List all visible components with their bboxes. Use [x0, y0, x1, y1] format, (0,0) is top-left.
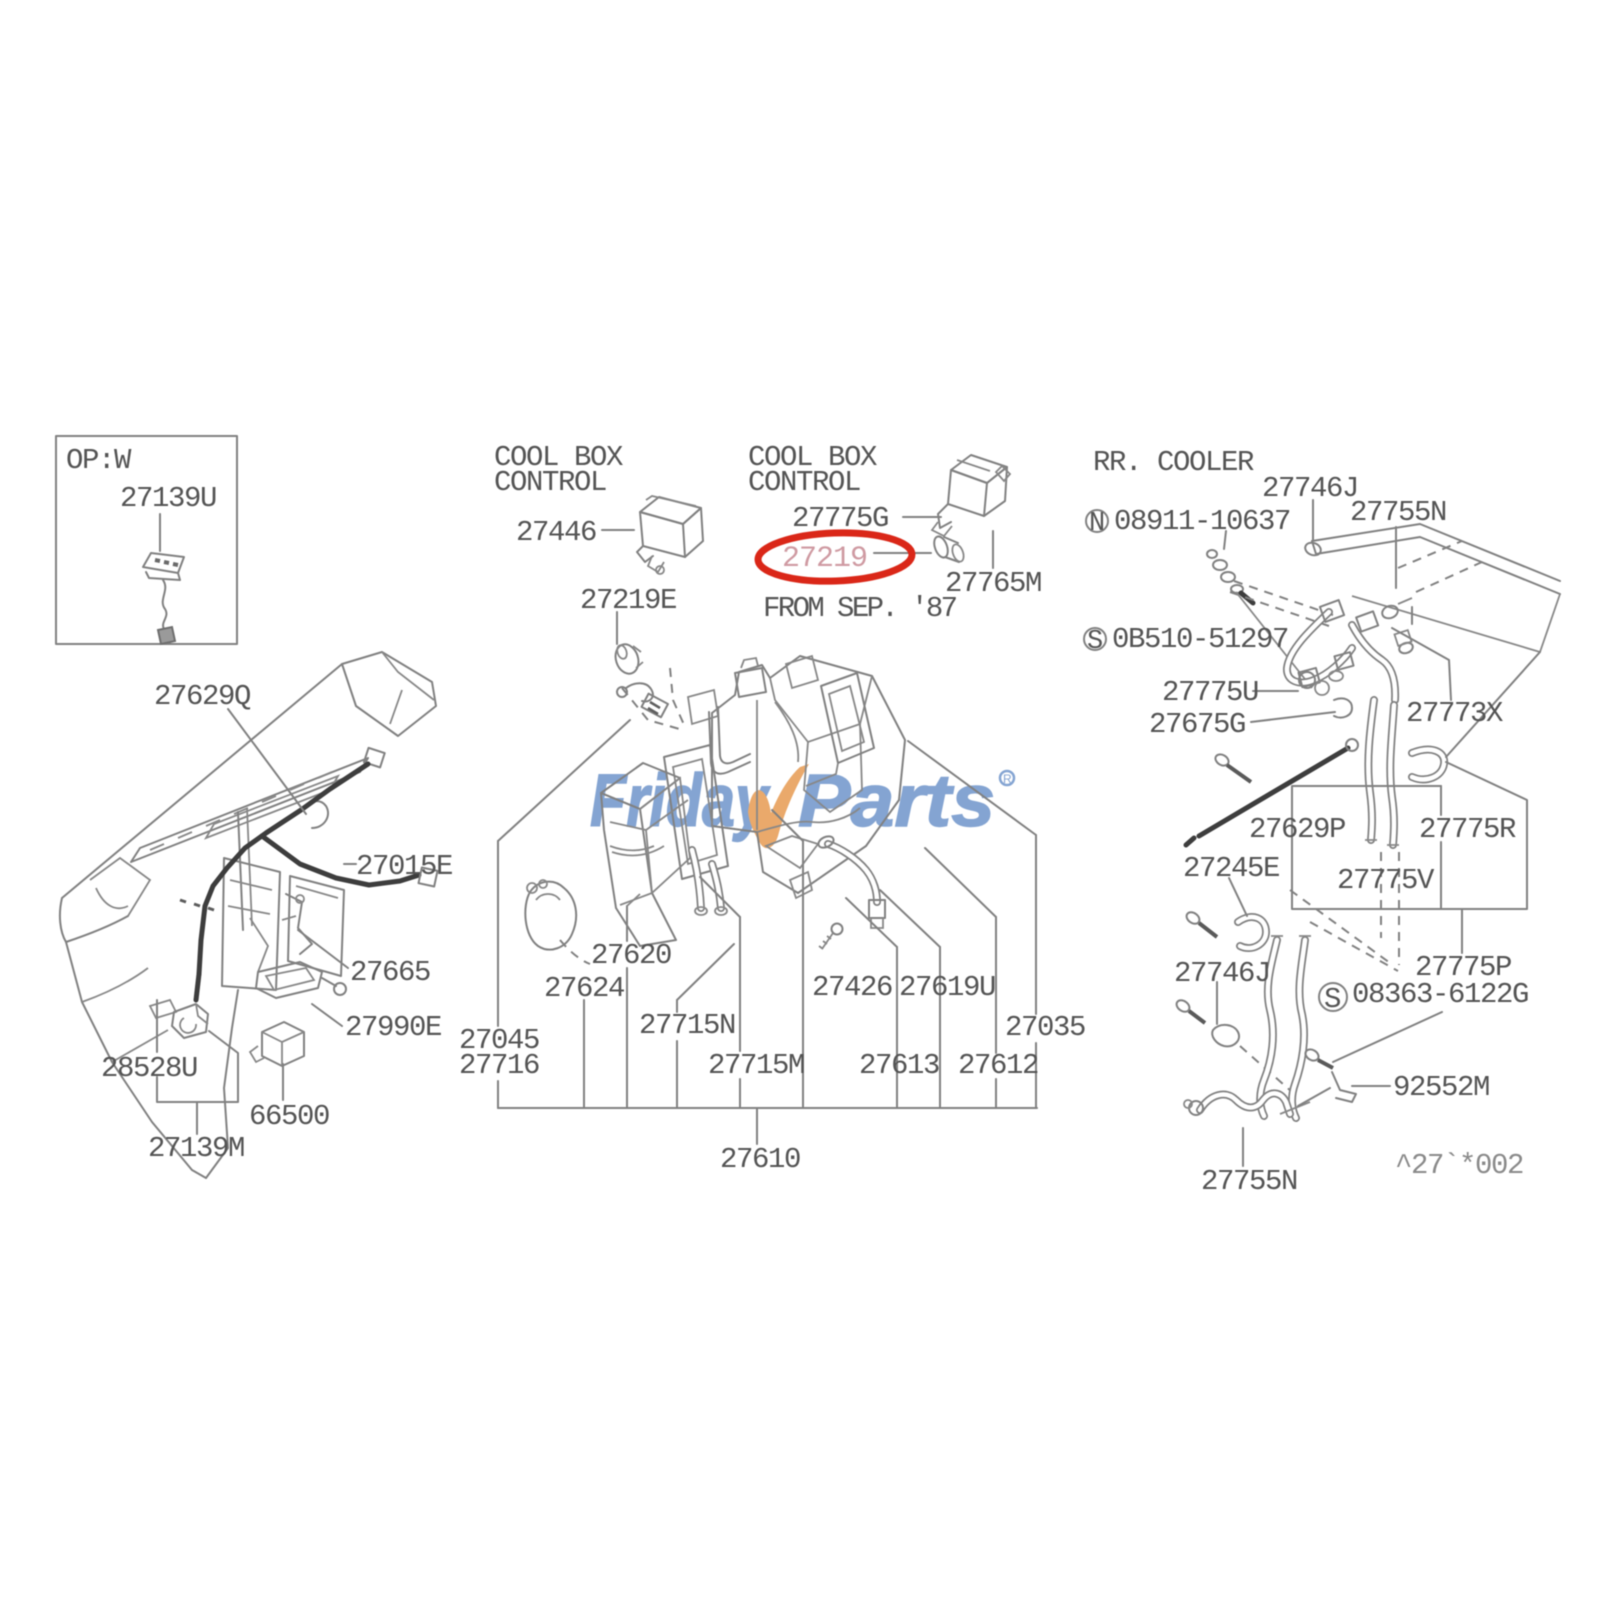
svg-text:27773X: 27773X — [1406, 697, 1503, 730]
svg-text:Parts: Parts — [798, 759, 995, 842]
svg-text:27765M: 27765M — [945, 567, 1041, 600]
svg-text:S: S — [1324, 983, 1340, 1016]
svg-text:27015E: 27015E — [356, 850, 452, 883]
svg-text:FROM SEP. '87: FROM SEP. '87 — [763, 592, 957, 625]
svg-text:27990E: 27990E — [345, 1011, 441, 1044]
svg-text:27624: 27624 — [544, 972, 624, 1005]
svg-text:27746J: 27746J — [1262, 472, 1358, 505]
svg-text:27035: 27035 — [1005, 1011, 1085, 1044]
svg-text:27219E: 27219E — [580, 584, 676, 617]
svg-text:0B510-51297: 0B510-51297 — [1112, 623, 1288, 656]
svg-text:N: N — [1089, 509, 1104, 539]
svg-text:^27`*002: ^27`*002 — [1395, 1149, 1523, 1182]
svg-text:COOL BOX: COOL BOX — [748, 441, 877, 474]
svg-text:27775P: 27775P — [1415, 951, 1511, 984]
svg-text:27613: 27613 — [859, 1049, 939, 1082]
svg-text:S: S — [1087, 627, 1102, 657]
svg-text:66500: 66500 — [249, 1100, 329, 1133]
svg-text:27775V: 27775V — [1337, 864, 1435, 897]
svg-text:92552M: 92552M — [1393, 1071, 1489, 1104]
svg-text:27715N: 27715N — [639, 1009, 735, 1042]
svg-text:27755N: 27755N — [1350, 496, 1446, 529]
svg-text:27716: 27716 — [459, 1049, 539, 1082]
svg-text:OP:W: OP:W — [66, 444, 132, 477]
svg-text:27775U: 27775U — [1162, 676, 1258, 709]
svg-text:27139U: 27139U — [120, 482, 216, 515]
svg-text:27775R: 27775R — [1419, 813, 1516, 846]
svg-text:28528U: 28528U — [101, 1052, 197, 1085]
svg-text:27629P: 27629P — [1249, 813, 1345, 846]
svg-text:27775G: 27775G — [792, 502, 888, 535]
svg-text:27619U: 27619U — [899, 971, 995, 1004]
svg-text:CONTROL: CONTROL — [748, 466, 860, 499]
svg-text:27629Q: 27629Q — [154, 680, 251, 713]
svg-text:27045: 27045 — [459, 1024, 539, 1057]
svg-text:27610: 27610 — [720, 1143, 800, 1176]
svg-text:27219: 27219 — [782, 542, 867, 576]
svg-text:CONTROL: CONTROL — [494, 466, 606, 499]
svg-text:27746J: 27746J — [1174, 957, 1270, 990]
svg-text:27446: 27446 — [516, 516, 596, 549]
svg-text:27665: 27665 — [350, 956, 430, 989]
svg-text:27612: 27612 — [958, 1049, 1038, 1082]
svg-text:COOL BOX: COOL BOX — [494, 441, 623, 474]
svg-text:27245E: 27245E — [1183, 852, 1279, 885]
svg-text:27426: 27426 — [812, 971, 892, 1004]
svg-text:08363-6122G: 08363-6122G — [1352, 978, 1528, 1011]
svg-text:27675G: 27675G — [1149, 708, 1245, 741]
svg-text:08911-10637: 08911-10637 — [1114, 505, 1290, 538]
svg-text:27755N: 27755N — [1201, 1165, 1297, 1198]
svg-text:RR. COOLER: RR. COOLER — [1093, 446, 1254, 479]
svg-text:27620: 27620 — [591, 939, 671, 972]
svg-text:27715M: 27715M — [708, 1049, 804, 1082]
svg-text:R: R — [1003, 772, 1012, 786]
svg-text:27139M: 27139M — [148, 1132, 244, 1165]
